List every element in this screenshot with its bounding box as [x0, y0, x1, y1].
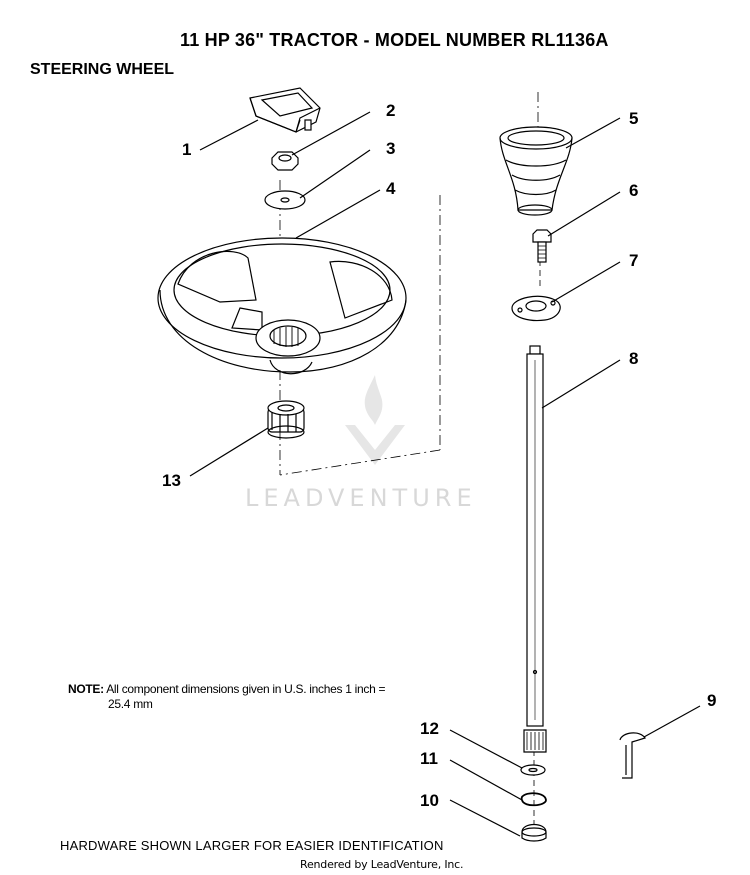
note: NOTE: All component dimensions given in … — [68, 682, 468, 712]
leader-1 — [199, 119, 259, 151]
part-5-boot — [499, 126, 573, 216]
credit-text: Rendered by LeadVenture, Inc. — [300, 858, 464, 871]
callout-13: 13 — [162, 471, 181, 490]
leader-12 — [449, 729, 523, 769]
leader-13 — [189, 427, 269, 477]
part-3-washer — [264, 190, 306, 210]
leader-4 — [295, 189, 381, 239]
callout-6: 6 — [629, 181, 638, 200]
callout-7: 7 — [629, 251, 638, 270]
callout-5: 5 — [629, 109, 638, 128]
callout-11: 11 — [420, 749, 438, 768]
section-title: STEERING WHEEL — [30, 61, 175, 78]
leader-2 — [291, 111, 371, 156]
part-8-shaft — [523, 345, 547, 753]
part-7-flange — [511, 295, 561, 322]
part-1-horn-cap — [249, 87, 321, 133]
callout-4: 4 — [386, 179, 396, 198]
callout-1: 1 — [182, 140, 191, 159]
leader-5 — [565, 117, 621, 149]
part-4-steering-wheel — [157, 237, 407, 375]
leader-6 — [547, 191, 621, 237]
part-6-bolt — [532, 229, 552, 263]
note-line-2: 25.4 mm — [108, 697, 153, 711]
footer-text: HARDWARE SHOWN LARGER FOR EASIER IDENTIF… — [60, 838, 444, 853]
callout-3: 3 — [386, 139, 395, 158]
part-10-cap-nut — [521, 823, 547, 842]
note-label: NOTE: — [68, 682, 104, 696]
callout-10: 10 — [420, 791, 439, 810]
page-title: 11 HP 36" TRACTOR - MODEL NUMBER RL1136A — [180, 30, 609, 50]
part-9-clip — [619, 732, 646, 779]
part-2-nut — [271, 151, 299, 171]
leader-10 — [449, 799, 521, 837]
leader-7 — [551, 261, 621, 303]
part-12-washer — [520, 764, 546, 776]
callout-9: 9 — [707, 691, 716, 710]
leader-9 — [643, 705, 701, 738]
part-13-adapter — [267, 400, 305, 439]
leader-3 — [299, 149, 371, 199]
callout-8: 8 — [629, 349, 638, 368]
callout-12: 12 — [420, 719, 439, 738]
leadventure-logo-icon — [345, 375, 405, 465]
watermark-text: LEADVENTURE — [245, 484, 477, 512]
leader-11 — [449, 759, 523, 801]
part-11-ring — [520, 792, 547, 807]
note-line-1: All component dimensions given in U.S. i… — [106, 682, 386, 696]
callout-2: 2 — [386, 101, 395, 120]
leader-8 — [541, 359, 621, 409]
